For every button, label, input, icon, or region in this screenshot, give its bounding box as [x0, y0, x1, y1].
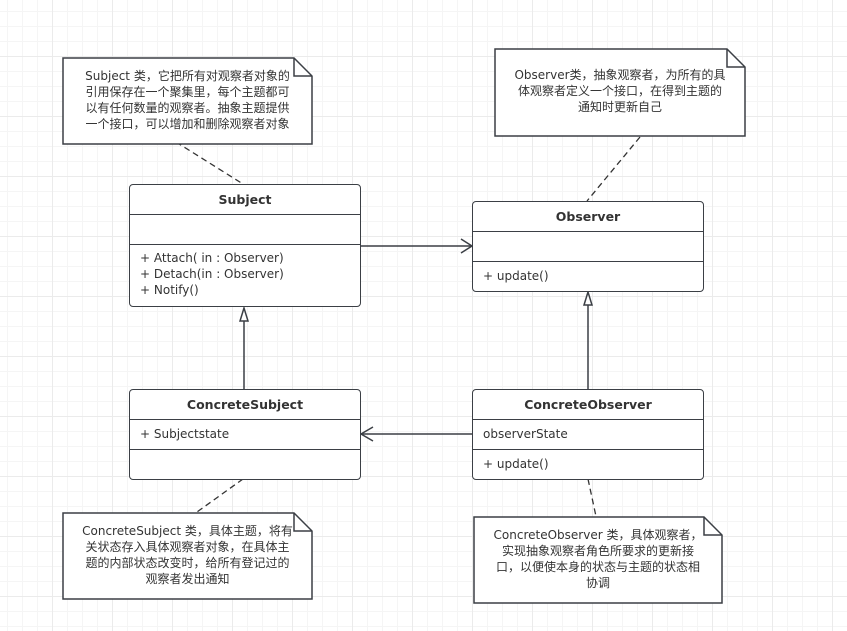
concrete-observer-note-anchor[interactable]	[587, 478, 598, 522]
attributes-section	[130, 215, 360, 245]
note-line: 一个接口，可以增加和删除观察者对象	[85, 117, 290, 131]
class-concrete-observer[interactable]: ConcreteObserver observerState + update(…	[472, 389, 704, 480]
note-line: 体观察者定义一个接口，在得到主题的	[517, 84, 722, 98]
method: + Attach( in : Observer)	[140, 251, 284, 265]
class-name: Subject	[130, 185, 360, 215]
method: + Notify()	[140, 283, 199, 297]
subject-note-text: Subject 类，它把所有对观察者对象的 引用保存在一个聚集里，每个主题都可 …	[62, 68, 313, 132]
concrete-observer-note[interactable]: ConcreteObserver 类，具体观察者， 实现抽象观察者角色所要求的更…	[473, 516, 723, 604]
concrete-subject-note-text: ConcreteSubject 类，具体主题，将有 关状态存入具体观察者对象，在…	[62, 523, 313, 587]
open-arrow-head-icon	[359, 426, 374, 442]
note-line: Subject 类，它把所有对观察者对象的	[85, 69, 290, 83]
methods-section: + update()	[473, 450, 703, 475]
class-subject[interactable]: Subject + Attach( in : Observer) + Detac…	[129, 184, 361, 307]
note-line: 引用保存在一个聚集里，每个主题都可	[85, 85, 290, 99]
concrete-subject-note-anchor[interactable]	[196, 478, 244, 513]
method: + Detach(in : Observer)	[140, 267, 284, 281]
note-line: 协调	[585, 576, 610, 590]
class-name: ConcreteSubject	[130, 390, 360, 420]
attribute: observerState	[483, 427, 568, 441]
note-shape	[473, 516, 723, 604]
class-observer[interactable]: Observer + update()	[472, 201, 704, 292]
attributes-section: observerState	[473, 420, 703, 450]
observer-note[interactable]: Observer类，抽象观察者，为所有的具 体观察者定义一个接口，在得到主题的 …	[494, 48, 746, 137]
attribute: + Subjectstate	[140, 427, 230, 441]
methods-section: + update()	[473, 262, 703, 287]
note-line: 通知时更新自己	[577, 100, 662, 114]
attributes-section: + Subjectstate	[130, 420, 360, 450]
hollow-triangle-icon	[582, 289, 594, 306]
note-line: 实现抽象观察者角色所要求的更新接	[501, 544, 694, 558]
note-line: ConcreteSubject 类，具体主题，将有	[82, 524, 293, 538]
note-line: ConcreteObserver 类，具体观察者，	[493, 528, 703, 542]
note-shape	[62, 57, 313, 145]
note-line: 关状态存入具体观察者对象，在具体主	[85, 540, 290, 554]
method: + update()	[483, 457, 549, 471]
attributes-section	[473, 232, 703, 262]
concrete-subject-note[interactable]: ConcreteSubject 类，具体主题，将有 关状态存入具体观察者对象，在…	[62, 512, 313, 600]
note-line: 题的内部状态改变时，给所有登记过的	[85, 556, 290, 570]
note-line: 口，以便使本身的状态与主题的状态相	[495, 560, 700, 574]
methods-section: + Attach( in : Observer) + Detach(in : O…	[130, 245, 360, 301]
note-shape	[494, 48, 746, 137]
subject-note-anchor[interactable]	[175, 141, 244, 185]
class-concrete-subject[interactable]: ConcreteSubject + Subjectstate	[129, 389, 361, 480]
method: + update()	[483, 269, 549, 283]
note-shape	[62, 512, 313, 600]
class-name: Observer	[473, 202, 703, 232]
observer-note-text: Observer类，抽象观察者，为所有的具 体观察者定义一个接口，在得到主题的 …	[494, 67, 746, 115]
methods-section	[130, 450, 360, 456]
concrete-observer-note-text: ConcreteObserver 类，具体观察者， 实现抽象观察者角色所要求的更…	[473, 527, 723, 591]
hollow-triangle-icon	[238, 305, 250, 322]
note-line: Observer类，抽象观察者，为所有的具	[514, 68, 726, 82]
note-line: 以有任何数量的观察者。抽象主题提供	[85, 101, 290, 115]
note-line: 观察者发出通知	[145, 572, 230, 586]
observer-note-anchor[interactable]	[586, 136, 641, 202]
subject-note[interactable]: Subject 类，它把所有对观察者对象的 引用保存在一个聚集里，每个主题都可 …	[62, 57, 313, 145]
class-name: ConcreteObserver	[473, 390, 703, 420]
